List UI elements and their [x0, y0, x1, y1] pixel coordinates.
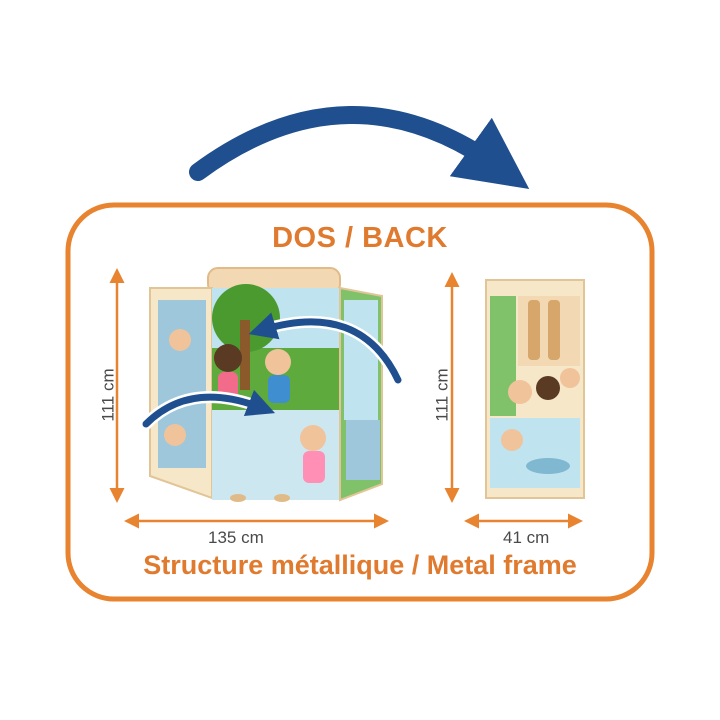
open-width-label: 135 cm: [208, 528, 264, 547]
curved-arrow-icon: [248, 312, 402, 384]
frame-caption: Structure métallique / Metal frame: [143, 550, 577, 580]
open-panel-illustration: [140, 267, 404, 502]
folded-height-label: 111 cm: [432, 368, 452, 422]
open-height-label: 111 cm: [98, 368, 118, 422]
section-title: DOS / BACK: [272, 222, 448, 254]
folded-panel-illustration: [485, 279, 585, 499]
rotate-arrow-icon: [189, 106, 530, 190]
curved-arrow-icon: [142, 389, 276, 428]
folded-width-label: 41 cm: [503, 528, 550, 547]
